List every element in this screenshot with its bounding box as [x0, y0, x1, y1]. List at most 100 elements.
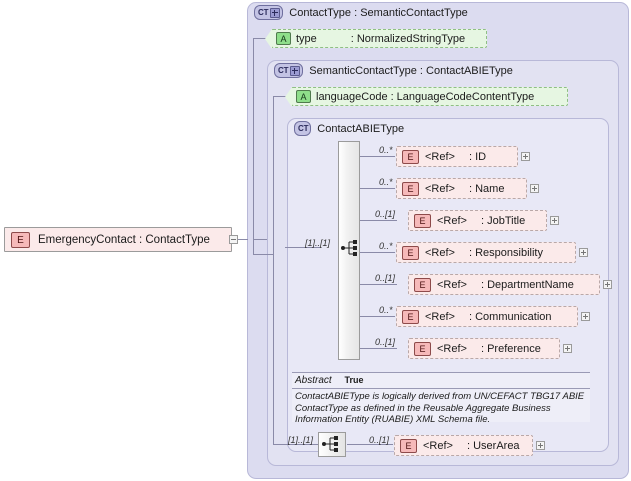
documentation-rule-top [292, 372, 590, 373]
connector-elem-departmentname [355, 284, 397, 285]
expand-button-preference[interactable] [563, 344, 572, 353]
element-ref-label: <Ref> [423, 439, 453, 452]
documentation-panel [292, 372, 590, 422]
complextype-icon[interactable]: CT [294, 121, 312, 136]
connector-elem-preference [355, 348, 397, 349]
sequence-icon [322, 436, 338, 452]
attribute-separator: : [390, 90, 394, 103]
expand-button-communication[interactable] [581, 312, 590, 321]
complextype-plus-icon[interactable]: CT [254, 5, 284, 20]
element-name-communication: : Communication [469, 311, 552, 323]
attribute-separator: : [350, 32, 354, 45]
cardinality-communication: 0..* [379, 305, 393, 315]
attribute-node-type[interactable]: A type : NormalizedStringType [265, 29, 487, 49]
element-icon: E [402, 181, 419, 196]
documentation-rule-mid [292, 388, 590, 389]
abstract-label: Abstract [295, 375, 332, 386]
element-name-departmentname: : DepartmentName [481, 279, 574, 291]
element-node-jobtitle[interactable]: E <Ref> : JobTitle [408, 210, 547, 231]
element-ref-label: <Ref> [425, 310, 455, 323]
connector-bottom-seq-in [285, 444, 318, 445]
attribute-type-languagecodecontenttype: LanguageCodeContentType [396, 90, 535, 103]
complextype-title-semanticcontacttype: SemanticContactType : ContactABIEType [309, 64, 513, 77]
documentation-text: ContactABIEType is logically derived fro… [295, 391, 585, 425]
expand-button-jobtitle[interactable] [550, 216, 559, 225]
element-label: Communication [475, 310, 552, 323]
element-name-userarea: : UserArea [467, 440, 520, 452]
connector-elem-responsibility [355, 252, 395, 253]
sequence-icon [341, 240, 357, 256]
element-icon: E [414, 213, 431, 228]
connector-lvl2-useraera [273, 444, 285, 445]
element-label: Preference [487, 342, 541, 355]
complextype-icon-label: CT [298, 124, 309, 133]
element-separator: : [468, 310, 473, 323]
cardinality-jobtitle: 0..[1] [375, 209, 396, 219]
element-ref-label: <Ref> [437, 214, 467, 227]
element-label: UserArea [473, 439, 520, 452]
element-label: Responsibility [475, 246, 543, 259]
cardinality-useraarea: 0..[1] [369, 435, 390, 445]
cardinality-departmentname: 0..[1] [375, 273, 396, 283]
complextype-icon-label: CT [278, 66, 289, 75]
expand-button-name[interactable] [530, 184, 539, 193]
collapse-button-root[interactable] [229, 235, 238, 244]
complextype-plus-icon[interactable]: CT [274, 63, 304, 78]
element-name-jobtitle: : JobTitle [481, 215, 525, 227]
connector-spine-lvl2b [273, 254, 274, 444]
expand-button-id[interactable] [521, 152, 530, 161]
root-element-emergencycontact[interactable]: E EmergencyContact : ContactType [4, 227, 232, 252]
complextype-header-contacttype[interactable]: CT ContactType : SemanticContactType [254, 5, 468, 20]
element-separator: : [468, 150, 473, 163]
element-node-id[interactable]: E <Ref> : ID [396, 146, 518, 167]
abstract-row: Abstract True [295, 375, 363, 386]
element-node-preference[interactable]: E <Ref> : Preference [408, 338, 560, 359]
element-icon: E [414, 341, 431, 356]
attribute-type-normalizedstringtype: NormalizedStringType [356, 32, 466, 45]
element-node-name[interactable]: E <Ref> : Name [396, 178, 527, 199]
expand-button-departmentname[interactable] [603, 280, 612, 289]
element-ref-label: <Ref> [425, 150, 455, 163]
attribute-icon: A [296, 90, 311, 103]
connector-elem-name [355, 188, 395, 189]
element-icon: E [11, 231, 30, 248]
expand-button-responsibility[interactable] [579, 248, 588, 257]
attribute-node-languagecode[interactable]: A languageCode : LanguageCodeContentType [285, 87, 568, 107]
element-node-communication[interactable]: E <Ref> : Communication [396, 306, 578, 327]
root-element-label: EmergencyContact : ContactType [38, 233, 210, 246]
connector-elem-communication [355, 316, 395, 317]
connector-root [234, 239, 248, 240]
element-node-departmentname[interactable]: E <Ref> : DepartmentName [408, 274, 600, 295]
connector-lvl1-attr [253, 38, 270, 39]
complextype-title-contacttype: ContactType : SemanticContactType [289, 6, 468, 19]
complextype-header-semanticcontacttype[interactable]: CT SemanticContactType : ContactABIEType [274, 63, 513, 78]
element-node-userarea[interactable]: E <Ref> : UserArea [394, 435, 533, 456]
cardinality-sequence: [1]..[1] [305, 238, 331, 248]
expand-button-userarea[interactable] [536, 441, 545, 450]
element-separator: : [466, 439, 471, 452]
complextype-title-contactabietype: ContactABIEType [317, 122, 405, 135]
attribute-icon: A [276, 32, 291, 45]
element-icon: E [414, 277, 431, 292]
element-node-responsibility[interactable]: E <Ref> : Responsibility [396, 242, 576, 263]
expand-plus-icon[interactable] [290, 65, 301, 76]
element-label: DepartmentName [487, 278, 574, 291]
complextype-header-contactabietype[interactable]: CT ContactABIEType [294, 121, 404, 136]
connector-lvl1-branch-top [253, 239, 267, 240]
connector-elem-id [355, 156, 395, 157]
expand-plus-icon[interactable] [270, 7, 281, 18]
complextype-icon-label: CT [258, 8, 269, 17]
attribute-name-languagecode: languageCode [316, 90, 388, 103]
cardinality-bottom-sequence: [1]..[1] [288, 435, 314, 445]
attribute-name-type: type [296, 32, 317, 45]
element-ref-label: <Ref> [425, 182, 455, 195]
element-separator: : [468, 246, 473, 259]
connector-bottom-seq-out [347, 444, 393, 445]
cardinality-name: 0..* [379, 177, 393, 187]
attribute-pointer-icon [285, 87, 292, 107]
element-name-name: : Name [469, 183, 504, 195]
abstract-value: True [344, 375, 364, 385]
element-icon: E [400, 438, 417, 453]
element-icon: E [402, 245, 419, 260]
